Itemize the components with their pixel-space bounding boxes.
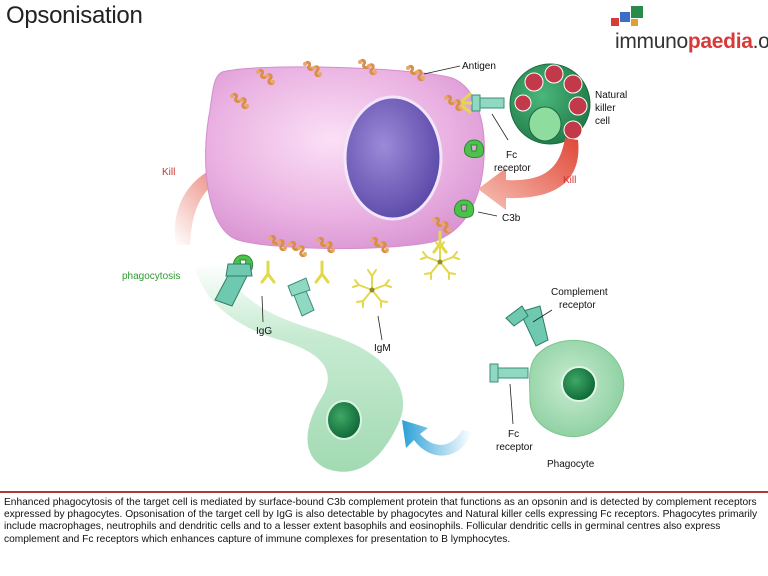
label-fc-receptor-phagocyte-line2: receptor [496, 442, 533, 453]
label-c3b: C3b [502, 213, 521, 224]
caption-text: Enhanced phagocytosis of the target cell… [4, 497, 758, 545]
label-kill-left: Kill [162, 167, 175, 178]
page-title: Opsonisation [6, 2, 143, 29]
label-nk-line3: cell [595, 116, 610, 127]
label-fc-receptor-nk-line1: Fc [506, 150, 517, 161]
natural-killer-cell [509, 63, 591, 145]
kill-arrow-right [478, 138, 579, 210]
logo-cubes-icon [611, 6, 643, 26]
label-nk-line2: killer [595, 103, 616, 114]
label-phagocyte: Phagocyte [547, 459, 595, 470]
label-fc-receptor-nk-line2: receptor [494, 163, 531, 174]
label-kill-right: Kill [563, 175, 576, 186]
phagocyte-large [195, 262, 404, 472]
label-fc-receptor-phagocyte-line1: Fc [508, 429, 519, 440]
label-igg: IgG [256, 326, 272, 337]
phagocyte-small-nucleus [561, 366, 597, 402]
opsonisation-diagram: Antigen Natural killer cell Fc receptor … [122, 58, 627, 472]
nk-fc-receptor [460, 92, 505, 114]
label-phagocytosis: phagocytosis [122, 271, 180, 282]
phagocyte-fc-receptor [287, 277, 315, 317]
target-cell [205, 66, 485, 250]
leader-lines [261, 65, 553, 425]
label-complement-receptor-line1: Complement [551, 287, 608, 298]
logo-text: immunopaedia.org [615, 30, 768, 53]
label-antigen: Antigen [462, 61, 496, 72]
igm-antibodies [352, 241, 460, 308]
immunopaedia-logo[interactable]: immunopaedia.org [607, 4, 768, 56]
phagocyte-small [489, 305, 625, 438]
label-complement-receptor-line2: receptor [559, 300, 596, 311]
phagocyte-complement-receptor [214, 263, 253, 307]
label-igm: IgM [374, 343, 391, 354]
phagocyte-arrow [402, 420, 472, 456]
caption-divider [0, 491, 768, 493]
phagocyte-large-nucleus [326, 400, 362, 440]
label-nk-line1: Natural [595, 90, 627, 101]
target-nucleus [343, 95, 443, 221]
